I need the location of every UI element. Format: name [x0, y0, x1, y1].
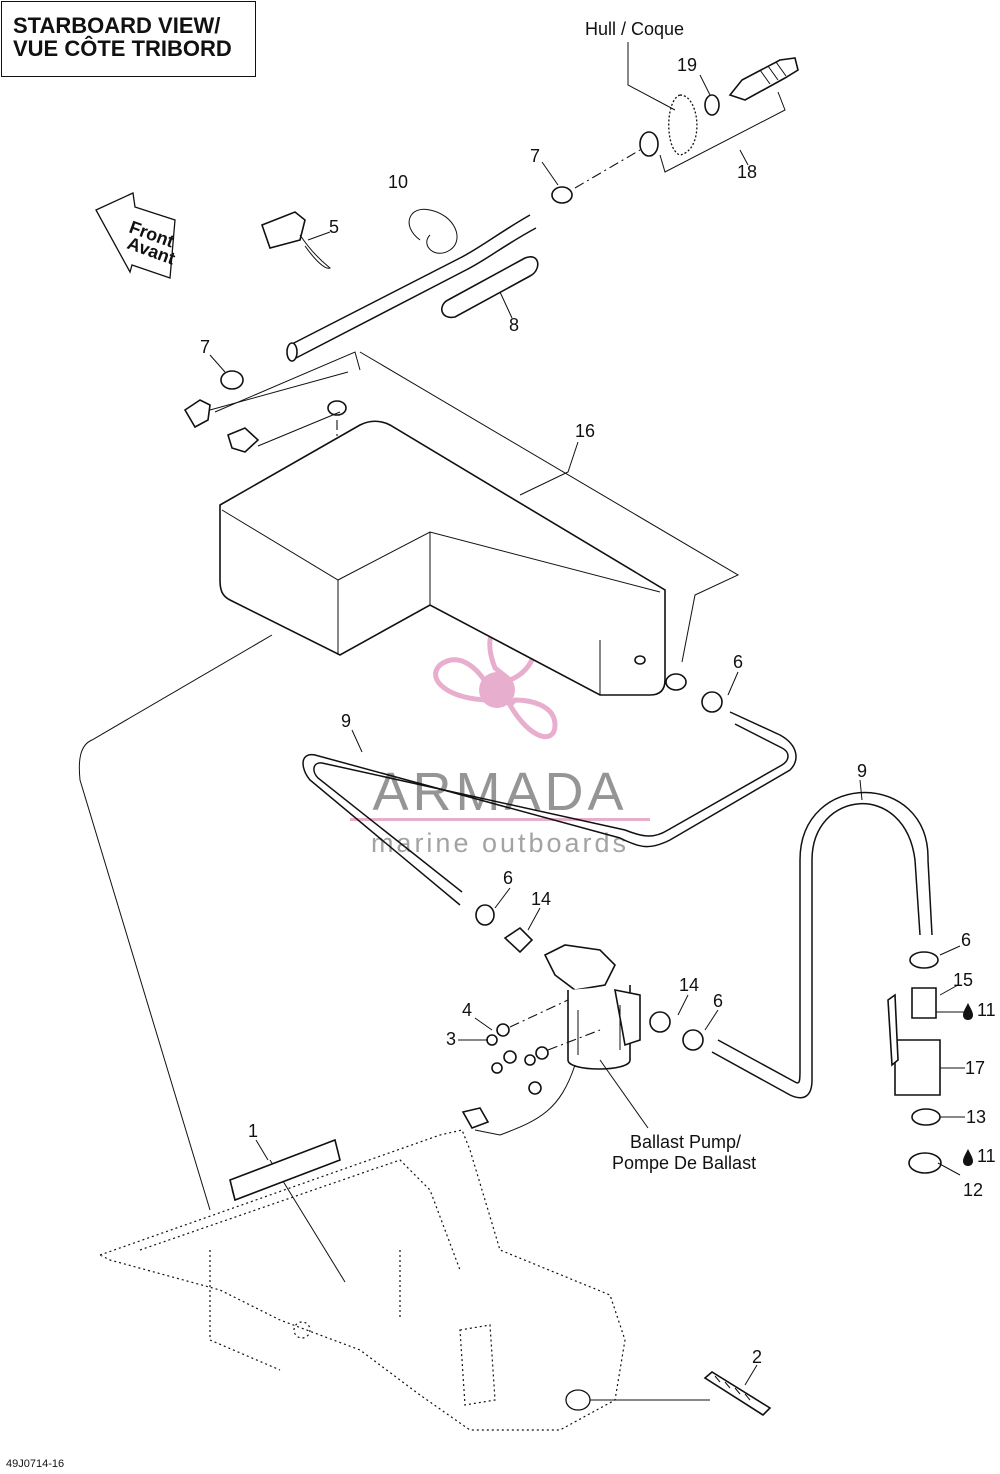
- drop-icon: [963, 1003, 973, 1020]
- discharge-hose: [711, 791, 933, 1099]
- view-title: STARBOARD VIEW/ VUE CÔTE TRIBORD: [1, 1, 256, 77]
- tank-outlet-fitting: [665, 673, 723, 713]
- callout-15: 15: [953, 970, 973, 990]
- callout-11-upper: 11: [977, 1000, 996, 1020]
- pump-mounting-hardware: [486, 999, 601, 1095]
- callout-16: 16: [575, 421, 595, 441]
- callout-3: 3: [446, 1029, 456, 1049]
- hull-label: Hull / Coque: [585, 19, 684, 39]
- grille-part: [229, 1138, 341, 1202]
- callout-6-valve: 6: [961, 930, 971, 950]
- ballast-tank: [219, 351, 740, 696]
- drain-tube-part: [703, 1371, 772, 1417]
- callout-19: 19: [677, 55, 697, 75]
- guide-lines: [78, 634, 346, 1283]
- view-title-line2: VUE CÔTE TRIBORD: [13, 36, 232, 61]
- drawing-reference: 49J0714-16: [6, 1458, 65, 1470]
- callout-6-tank: 6: [733, 652, 743, 672]
- callout-7-upper: 7: [530, 146, 540, 166]
- callout-5: 5: [329, 217, 339, 237]
- callout-1: 1: [248, 1121, 258, 1141]
- callout-6-pump-in: 6: [503, 868, 513, 888]
- hull-fitting-assembly: [574, 57, 799, 189]
- callout-13: 13: [966, 1107, 986, 1127]
- callout-8: 8: [509, 315, 519, 335]
- callout-11-lower: 11: [977, 1146, 996, 1166]
- drop-icon: [963, 1149, 973, 1166]
- hose-clamp-upper: [220, 186, 573, 390]
- callout-12: 12: [963, 1180, 983, 1200]
- hull-outline: [98, 1129, 710, 1431]
- drain-valve-assembly: [887, 951, 965, 1176]
- callout-2: 2: [752, 1347, 762, 1367]
- watermark-brand: ARMADA: [372, 762, 627, 822]
- callout-10: 10: [388, 172, 408, 192]
- front-direction-arrow: Front Avant: [95, 192, 178, 279]
- callout-9-discharge: 9: [857, 761, 867, 781]
- pump-inlet-hose: [302, 711, 797, 906]
- callout-9-loop: 9: [341, 711, 351, 731]
- callout-6-pump-out: 6: [713, 991, 723, 1011]
- pump-label-line1: Ballast Pump/: [630, 1132, 741, 1152]
- callout-4: 4: [462, 1000, 472, 1020]
- callout-7-lower: 7: [200, 337, 210, 357]
- cable-tie-bracket: [260, 211, 331, 269]
- hose-sleeve: [441, 256, 539, 319]
- leader-lines: [209, 42, 961, 1386]
- ballast-pump: [461, 904, 641, 1136]
- vent-hose: [286, 208, 537, 362]
- callout-17: 17: [965, 1058, 985, 1078]
- callout-18: 18: [737, 162, 757, 182]
- callout-14-in: 14: [531, 889, 551, 909]
- view-title-line1: STARBOARD VIEW/: [13, 13, 221, 38]
- pump-label-line2: Pompe De Ballast: [612, 1153, 756, 1173]
- pump-outlet-fitting: [649, 1011, 704, 1051]
- watermark-tagline: marine outboards: [371, 828, 629, 858]
- callout-14-out: 14: [679, 975, 699, 995]
